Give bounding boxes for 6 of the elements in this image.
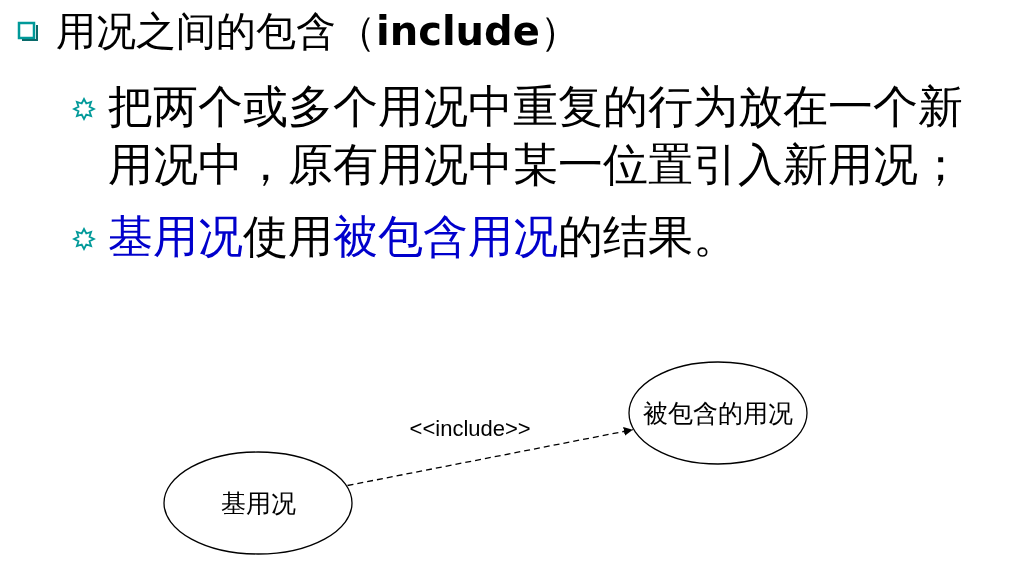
bullet-text: 把两个或多个用况中重复的行为放在一个新用况中，原有用况中某一位置引入新用况；: [108, 79, 964, 193]
bullet-text: 基用况使用被包含用况的结果。: [108, 209, 739, 265]
use-case-name: 被包含的用况: [643, 397, 793, 430]
dependency-arrow: [346, 427, 634, 487]
use-case-name: 基用况: [220, 487, 296, 520]
heading: 用况之间的包含（include）: [56, 7, 580, 56]
